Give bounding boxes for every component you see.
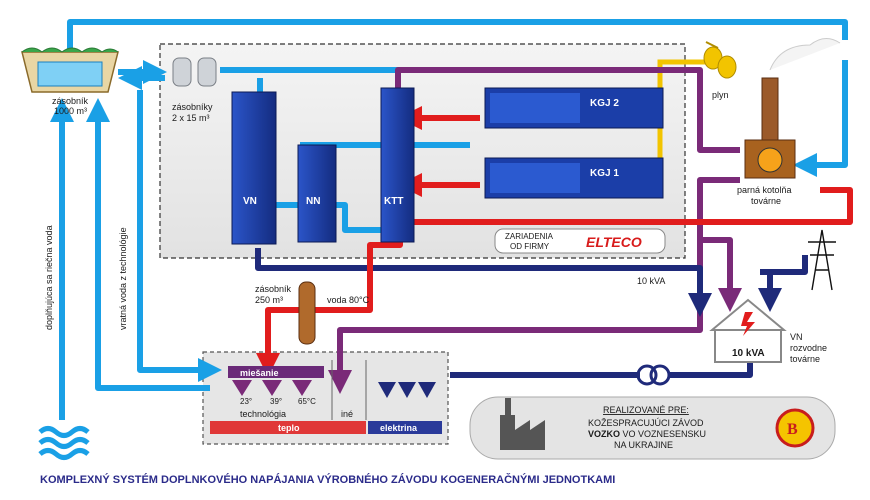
- kgj1-unit: KGJ 1: [484, 157, 664, 199]
- substation-kva: 10 kVA: [732, 348, 765, 359]
- nn-cabinet: NN: [297, 144, 337, 243]
- small-tanks-title: zásobníky: [172, 102, 213, 112]
- ktt-cabinet: KTT: [380, 87, 415, 243]
- gas-bottles-icon: [703, 41, 737, 79]
- vn-cabinet-label: VN: [243, 196, 257, 207]
- tank250-volume: 250 m³: [255, 295, 283, 305]
- kgj1-label: KGJ 1: [590, 168, 619, 179]
- temp-65: 65°C: [298, 397, 316, 406]
- realized-for-title: REALIZOVANÉ PRE:: [603, 405, 689, 415]
- plant-line-2: VOZKO VO VOZNESENSKU: [588, 429, 706, 439]
- return-water-label: vratná voda z technológie: [118, 227, 128, 330]
- kgj2-label: KGJ 2: [590, 98, 619, 109]
- plant-line-1: KOŽESPRACUJÚCI ZÁVOD: [588, 418, 704, 428]
- boiler-label-2: továrne: [751, 196, 781, 206]
- temp-39: 39°: [270, 397, 282, 406]
- power-pylon-icon: [808, 229, 836, 291]
- water80-label: voda 80°C: [327, 295, 370, 305]
- substation-icon: [709, 298, 787, 363]
- boiler-label-1: parná kotolňa: [737, 185, 792, 195]
- other-label: iné: [341, 409, 353, 419]
- electricity-bar-label: elektrina: [380, 423, 418, 433]
- line-10kva-label: 10 kVA: [637, 276, 665, 286]
- realized-for-box: B: [469, 396, 836, 460]
- supply-water-label: doplňujúca sa riečna voda: [44, 225, 54, 330]
- electric-lines: [255, 248, 808, 378]
- small-tanks-volume: 2 x 15 m³: [172, 113, 210, 123]
- boiler-house-icon: [744, 38, 841, 179]
- transformer-icon: [636, 364, 671, 386]
- vn-label-1: VN: [790, 332, 803, 342]
- plant-location: VO VOZNESENSKU: [620, 429, 706, 439]
- mixing-header: miešanie: [228, 366, 324, 378]
- gas-label: plyn: [712, 90, 729, 100]
- heat-bar: teplo: [210, 421, 366, 434]
- return-pipes: [328, 67, 742, 394]
- heat-bar-label: teplo: [278, 423, 300, 433]
- elteco-line1: ZARIADENIA: [505, 232, 554, 241]
- nn-cabinet-label: NN: [306, 196, 320, 207]
- svg-text:B: B: [787, 421, 798, 438]
- elteco-logo: ELTECO: [586, 234, 642, 250]
- kgj2-unit: KGJ 2: [484, 87, 664, 129]
- technology-label: technológia: [240, 409, 286, 419]
- electricity-arrows: [378, 382, 436, 398]
- elteco-badge: ZARIADENIA OD FIRMY ELTECO: [494, 228, 666, 254]
- reservoir-1000-icon: [21, 47, 119, 93]
- river-icon: [38, 426, 90, 460]
- electricity-bar: elektrina: [368, 421, 442, 434]
- vn-cabinet: VN: [231, 91, 277, 245]
- footer-title: KOMPLEXNÝ SYSTÉM DOPLNKOVÉHO NAPÁJANIA V…: [40, 473, 615, 486]
- vn-label-3: továrne: [790, 354, 820, 364]
- plant-line-3: NA UKRAJINE: [614, 440, 673, 450]
- reservoir-title: zásobník: [52, 96, 89, 106]
- technology-arrows: [232, 380, 312, 396]
- reservoir-volume: 1000 m³: [54, 106, 87, 116]
- tank-250-icon: [298, 281, 316, 345]
- ktt-cabinet-label: KTT: [384, 196, 403, 207]
- elteco-line2: OD FIRMY: [510, 242, 550, 251]
- plant-name: VOZKO: [588, 429, 620, 439]
- small-tanks-icon: [172, 57, 217, 87]
- temp-23: 23°: [240, 397, 252, 406]
- mixing-label: miešanie: [240, 368, 279, 378]
- vn-label-2: rozvodne: [790, 343, 827, 353]
- tank250-title: zásobník: [255, 284, 292, 294]
